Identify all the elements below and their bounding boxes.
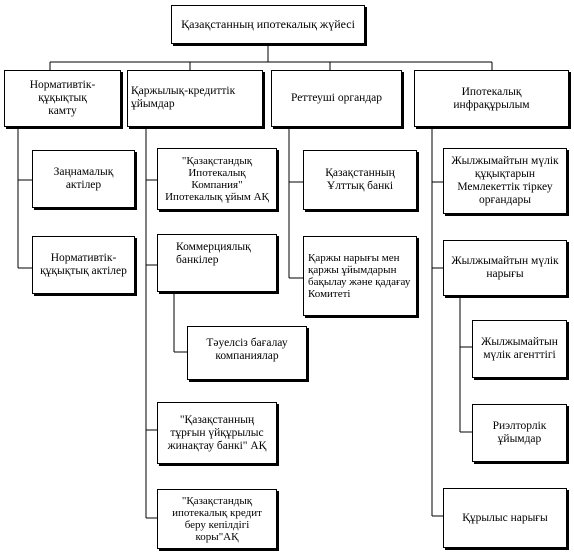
- column-regulatory-framework: Нормативтік- құқықтық камту: [4, 70, 121, 127]
- real-estate-market-box: Жылжымайтын мүлік нарығы: [443, 240, 567, 296]
- column-title: Қаржылық-кредиттік ұйымдар: [131, 85, 236, 110]
- column-title: Нормативтік- құқықтық камту: [29, 79, 96, 117]
- column-financial-institutions: Қаржылық-кредиттік ұйымдар: [127, 70, 263, 127]
- kazakhstan-mortgage-company-box: "Қазақстандық Ипотекалық Компания" Ипоте…: [157, 148, 277, 210]
- node-label: Риэлторлік ұйымдар: [492, 420, 547, 445]
- mortgage-guarantee-fund-box: "Қазақстандық ипотекалық кредит беру кеп…: [157, 489, 277, 549]
- node-label: Жылжымайтын мүлік нарығы: [451, 255, 559, 280]
- national-bank-box: Қазақстанның Ұлттық банкі: [303, 150, 417, 210]
- root-label: Қазақстанның ипотекалық жүйесі: [181, 17, 355, 31]
- node-label: Жылжымайтын мүлік агенттігі: [481, 336, 558, 361]
- construction-market-box: Құрылыс нарығы: [443, 488, 567, 548]
- node-label: Заңнамалық актілер: [53, 166, 114, 191]
- realtor-organizations-box: Риэлторлік ұйымдар: [472, 404, 567, 462]
- real-estate-agency-box: Жылжымайтын мүлік агенттігі: [472, 320, 567, 378]
- node-label: "Қазақстандық ипотекалық кредит беру кеп…: [172, 495, 262, 543]
- column-mortgage-infrastructure: Ипотекалық инфрақұрылым: [414, 70, 569, 127]
- state-registration-bodies-box: Жылжымайтын мүлік құқықтарын Мемлекеттік…: [443, 148, 567, 214]
- column-title: Реттеуші органдар: [290, 92, 383, 104]
- housing-savings-bank-box: "Қазақстанның тұрғын үйқұрылыс жинақтау …: [157, 402, 277, 464]
- node-label: Коммерциялық банкілер: [176, 241, 251, 266]
- node-label: "Қазақстандық Ипотекалық Компания" Ипоте…: [165, 155, 269, 203]
- financial-supervision-committee-box: Қаржы нарығы мен қаржы ұйымдарын бақылау…: [303, 236, 417, 316]
- independent-valuation-companies-box: Тәуелсіз бағалау компаниялар: [187, 326, 307, 380]
- node-label: Қазақстанның Ұлттық банкі: [325, 167, 395, 192]
- column-regulators: Реттеуші органдар: [271, 70, 402, 127]
- commercial-banks-box: Коммерциялық банкілер: [157, 234, 277, 292]
- node-label: Құрылыс нарығы: [462, 511, 548, 524]
- column-title: Ипотекалық инфрақұрылым: [453, 85, 530, 111]
- node-label: Тәуелсіз бағалау компаниялар: [206, 337, 288, 362]
- node-label: Нормативтік- құқықтық актілер: [40, 252, 127, 277]
- node-label: Қаржы нарығы мен қаржы ұйымдарын бақылау…: [308, 252, 411, 300]
- normative-legal-acts-box: Нормативтік- құқықтық актілер: [32, 236, 135, 294]
- root-node: Қазақстанның ипотекалық жүйесі: [171, 5, 365, 44]
- node-label: Жылжымайтын мүлік құқықтарын Мемлекеттік…: [451, 155, 559, 206]
- node-label: "Қазақстанның тұрғын үйқұрылыс жинақтау …: [167, 413, 267, 452]
- legislative-acts-box: Заңнамалық актілер: [32, 150, 135, 208]
